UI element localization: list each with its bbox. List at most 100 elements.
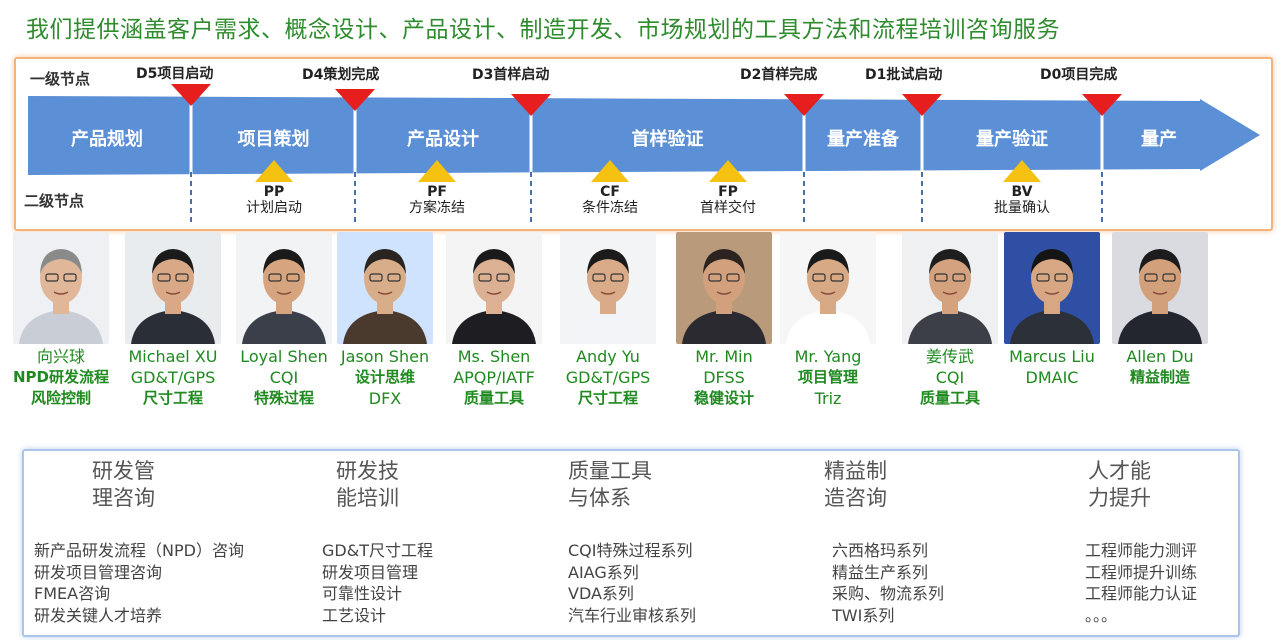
expert-specialty: 特殊过程 (253, 389, 314, 407)
service-title-line: 质量工具 (568, 459, 652, 483)
service-item: 研发项目管理 (322, 562, 419, 582)
level1-label: 一级节点 (30, 70, 91, 88)
milestone-marker (902, 94, 942, 116)
expert-specialty: 设计思维 (354, 368, 415, 386)
expert-specialty: 稳健设计 (693, 389, 754, 407)
milestone-marker (335, 89, 375, 111)
expert-specialty: NPD研发流程 (13, 368, 109, 386)
sub-node-marker (591, 160, 629, 182)
service-title-line: 理咨询 (92, 486, 155, 510)
service-item: 工程师能力认证 (1085, 584, 1198, 603)
expert-card: Allen Du 精益制造 (1106, 232, 1214, 388)
expert-photo (236, 232, 332, 344)
service-item: 工程师提升训练 (1085, 562, 1198, 582)
expert-photo (676, 232, 772, 344)
service-item-list: CQI特殊过程系列 AIAG系列 VDA系列汽车行业审核系列 (568, 540, 696, 626)
service-title-line: 研发技 (336, 459, 399, 483)
expert-photo (125, 232, 221, 344)
expert-specialty: 尺寸工程 (577, 389, 638, 407)
expert-name: Allen Du (1126, 347, 1194, 366)
phase-product-planning: 产品规划 (71, 129, 143, 150)
expert-specialty: 风险控制 (30, 389, 91, 407)
expert-name: Mr. Yang (794, 347, 862, 366)
milestone-d5: D5项目启动 (136, 66, 214, 82)
sub-node-marker (255, 160, 293, 182)
expert-specialty: DFSS (703, 368, 745, 387)
expert-card: 向兴球 NPD研发流程风险控制 (7, 232, 115, 409)
expert-photo (13, 232, 109, 344)
service-item: TWI系列 (832, 605, 895, 625)
service-title: 人才能力提升 (1088, 458, 1151, 512)
timeline-graphic (28, 84, 1260, 222)
service-item: 研发项目管理咨询 (34, 562, 163, 582)
expert-specialty: DMAIC (1025, 368, 1079, 387)
service-item: CQI特殊过程系列 (568, 541, 693, 560)
phase-mass-production-verification: 量产验证 (976, 129, 1048, 150)
expert-specialty: APQP/IATF (453, 368, 535, 387)
sub-node-marker (418, 160, 456, 182)
phase-mass-production-prep: 量产准备 (827, 129, 899, 150)
expert-card: Mr. Yang 项目管理 Triz (774, 232, 882, 409)
expert-specialty: 尺寸工程 (142, 389, 203, 407)
level2-label: 二级节点 (24, 192, 85, 210)
sub-node-marker (1003, 160, 1041, 182)
service-item: AIAG系列 (568, 562, 639, 582)
expert-name: 向兴球 (36, 347, 85, 366)
timeline-arrow (28, 96, 1258, 175)
service-item: 采购、物流系列 (832, 584, 945, 603)
expert-name: Loyal Shen (240, 347, 328, 366)
phase-first-sample-verification: 首样验证 (631, 129, 704, 150)
service-item: FMEA咨询 (34, 584, 111, 603)
service-title-line: 精益制 (824, 459, 887, 483)
service-title-line: 造咨询 (824, 486, 887, 510)
expert-name: 姜传武 (925, 347, 974, 366)
expert-photo (1112, 232, 1208, 344)
expert-photo (780, 232, 876, 344)
expert-photo (902, 232, 998, 344)
expert-specialty: GD&T/GPS (130, 368, 216, 387)
expert-specialty: CQI (269, 368, 299, 387)
service-title: 质量工具与体系 (568, 458, 652, 512)
milestone-marker (1082, 94, 1122, 116)
expert-card: Michael XU GD&T/GPS 尺寸工程 (119, 232, 227, 409)
milestone-marker (784, 94, 824, 116)
milestone-d1: D1批试启动 (865, 67, 943, 83)
service-item: 。。。 (1085, 605, 1118, 625)
expert-specialty: CQI (935, 368, 965, 387)
service-item: 研发关键人才培养 (34, 605, 163, 625)
service-item: GD&T尺寸工程 (322, 541, 433, 560)
service-item: 工程师能力测评 (1085, 541, 1198, 560)
service-item: 精益生产系列 (832, 562, 929, 582)
service-title: 研发管理咨询 (92, 458, 155, 512)
phase-project-planning: 项目策划 (237, 129, 310, 150)
service-item: 六西格玛系列 (832, 541, 929, 560)
service-title: 研发技能培训 (336, 458, 399, 512)
phase-product-design: 产品设计 (407, 129, 479, 150)
expert-photo (337, 232, 433, 344)
service-item: 可靠性设计 (322, 584, 403, 603)
service-item: 汽车行业审核系列 (568, 605, 697, 625)
expert-specialty: 项目管理 (797, 368, 858, 386)
service-title-line: 与体系 (568, 486, 631, 510)
service-item: VDA系列 (568, 584, 634, 603)
milestone-d0: D0项目完成 (1040, 67, 1118, 83)
expert-name: Mr. Min (695, 347, 753, 366)
milestone-d3: D3首样启动 (472, 67, 550, 83)
expert-specialty: GD&T/GPS (565, 368, 651, 387)
expert-name: Michael XU (128, 347, 218, 366)
expert-specialty: Triz (814, 389, 842, 408)
sub-node-marker (709, 160, 747, 182)
expert-specialty: 精益制造 (1129, 368, 1190, 386)
service-title: 精益制造咨询 (824, 458, 887, 512)
page-headline: 我们提供涵盖客户需求、概念设计、产品设计、制造开发、市场规划的工具方法和流程培训… (26, 17, 1060, 43)
